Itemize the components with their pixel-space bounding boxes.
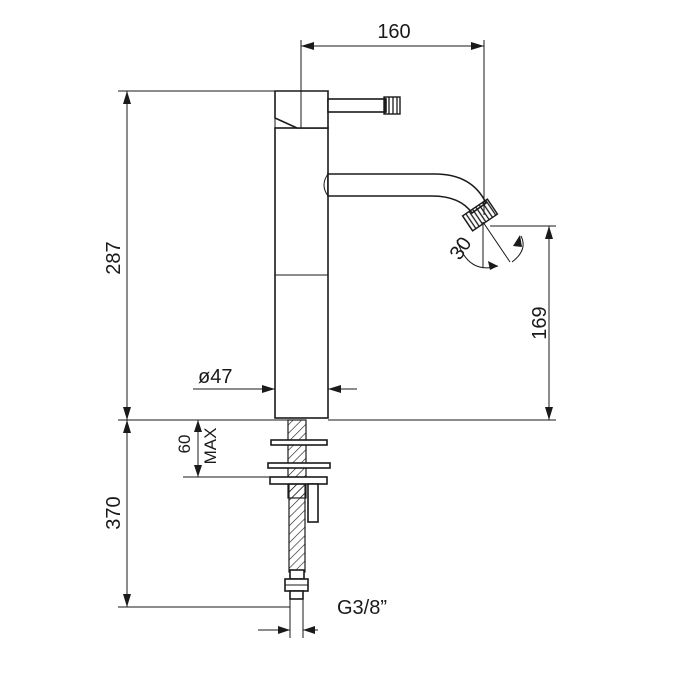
washer-mid	[267, 462, 331, 469]
aerator	[461, 198, 499, 232]
spout	[323, 173, 499, 232]
dim-angle-label: 30	[446, 233, 477, 264]
clamp-nut	[269, 476, 328, 485]
flex-hose	[288, 483, 306, 573]
hose-fitting	[289, 590, 304, 600]
mounting-assembly	[267, 419, 331, 600]
dim-thread-label: G3/8”	[337, 597, 387, 619]
dim-clamp-max: MAX	[201, 428, 220, 465]
dim-angle: 30	[446, 221, 524, 270]
faucet-body	[274, 90, 401, 419]
dim-287-label: 287	[103, 241, 125, 274]
dim-clamp: 60 MAX	[175, 419, 288, 478]
lever-handle	[327, 98, 387, 113]
dim-diameter: ø47	[193, 366, 357, 393]
body-column	[274, 127, 329, 419]
dim-160-label: 160	[377, 21, 410, 43]
dim-clamp-value: 60	[175, 435, 194, 454]
lever-knob	[383, 96, 401, 115]
dim-diameter-label: ø47	[198, 366, 232, 388]
dim-thread: G3/8”	[258, 597, 387, 638]
tail-pipe	[307, 483, 319, 523]
dim-169-label: 169	[529, 306, 551, 339]
hose-ferrule	[289, 569, 305, 580]
dim-169: 169	[328, 225, 556, 421]
dim-370-label: 370	[103, 496, 125, 529]
dim-370: 370	[103, 420, 290, 608]
dim-160: 160	[300, 21, 485, 215]
dim-287: 287	[103, 90, 275, 421]
washer-top	[270, 439, 328, 446]
